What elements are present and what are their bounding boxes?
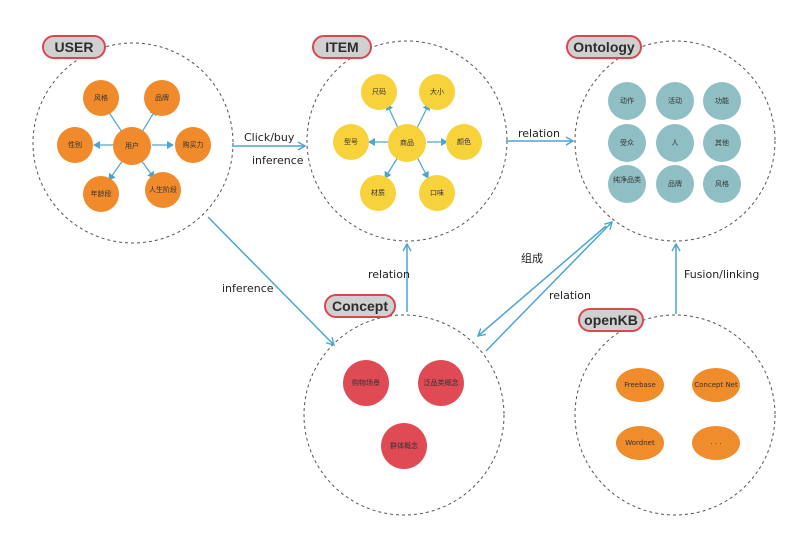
user-node-age-group (83, 176, 119, 212)
ontology-node-brand-label: 品牌 (668, 179, 682, 188)
ontology-node-activity-label: 活动 (668, 96, 682, 105)
concept-node-shopping-scene (343, 360, 389, 406)
item-node-size (361, 74, 397, 110)
user-node-gender-label: 性别 (68, 140, 82, 149)
user-node-purchasing-power-label: 购买力 (183, 140, 204, 149)
ontology-group-circle (574, 40, 776, 242)
concept-title-pill (324, 294, 396, 318)
ontology-node-function (703, 82, 741, 120)
user-node-gender (57, 127, 93, 163)
concept-node-shopping-scene-label: 购物场景 (352, 378, 380, 387)
edge-label-click-buy: Click/buy (244, 131, 295, 144)
ontology-node-person (656, 124, 694, 162)
edge-concept-ontology (485, 220, 613, 352)
ontology-node-function-label: 功能 (715, 96, 729, 105)
user-node-brand-label: 品牌 (155, 93, 169, 102)
user-node-life-stage (145, 172, 181, 208)
item-spokes (368, 103, 448, 179)
concept-group-circle (303, 314, 505, 516)
ontology-node-audience (608, 124, 646, 162)
ontology-node-pure-category (608, 165, 646, 203)
edge-label-compose: 组成 (521, 251, 543, 265)
openkb-node-more (692, 426, 740, 460)
ontology-node-action-label: 动作 (620, 96, 634, 105)
ontology-node-person-label: 人 (672, 139, 679, 147)
openkb-node-wordnet (616, 426, 664, 460)
item-node-volume (419, 74, 455, 110)
item-center-node (388, 124, 426, 162)
item-node-model-label: 型号 (344, 137, 358, 146)
openkb-title-pill (578, 308, 644, 332)
openkb-title: openKB (584, 312, 638, 328)
item-node-size-label: 尺码 (372, 88, 386, 96)
openkb-node-more-label: · · · (710, 440, 721, 448)
openkb-group-circle (574, 314, 776, 516)
edge-label-relation-ontology-concept: relation (549, 289, 591, 302)
edge-label-relation-concept-item: relation (368, 268, 410, 281)
openkb-node-wordnet-label: Wordnet (625, 439, 655, 447)
user-node-brand (144, 80, 180, 116)
concept-node-general-category-label: 泛品类概念 (424, 378, 459, 387)
openkb-node-freebase-label: Freebase (624, 381, 656, 389)
user-center-label: 用户 (125, 141, 139, 150)
concept-title: Concept (332, 298, 388, 314)
edge-label-fusion-linking: Fusion/linking (684, 268, 759, 281)
item-node-color (446, 124, 482, 160)
openkb-node-conceptnet-label: Concept Net (694, 381, 738, 389)
ontology-node-activity (656, 82, 694, 120)
item-node-material-label: 材质 (371, 188, 385, 197)
ontology-node-other-label: 其他 (715, 138, 729, 147)
item-title: ITEM (325, 39, 358, 55)
concept-node-group-concept (381, 423, 427, 469)
openkb-node-freebase (616, 368, 664, 402)
ontology-node-audience-label: 受众 (620, 138, 634, 147)
user-group-circle (32, 42, 234, 244)
user-node-age-group-label: 年龄段 (91, 189, 112, 198)
item-node-flavor (419, 175, 455, 211)
item-center-label: 商品 (400, 138, 414, 147)
concept-node-group-concept-label: 群体概念 (390, 441, 418, 450)
user-title: USER (55, 39, 94, 55)
edge-user-concept (207, 216, 335, 347)
user-node-style (83, 80, 119, 116)
ontology-node-other (703, 124, 741, 162)
ontology-title: Ontology (573, 39, 635, 55)
ontology-node-style-label: 风格 (715, 179, 729, 188)
user-node-purchasing-power (175, 127, 211, 163)
edge-label-inference-top: inference (252, 154, 304, 167)
user-title-pill (42, 35, 106, 59)
user-node-style-label: 风格 (94, 93, 108, 102)
openkb-node-conceptnet (692, 368, 740, 402)
item-node-flavor-label: 口味 (430, 188, 444, 197)
user-node-life-stage-label: 人生阶段 (149, 185, 177, 194)
item-node-material (360, 175, 396, 211)
ontology-node-style (703, 165, 741, 203)
ontology-node-action (608, 82, 646, 120)
item-node-color-label: 颜色 (457, 137, 471, 146)
user-center-node (113, 127, 151, 165)
ontology-node-pure-category-label: 纯净品类 (613, 175, 641, 184)
ontology-node-brand (656, 165, 694, 203)
item-title-pill (312, 35, 372, 59)
item-node-model (333, 124, 369, 160)
edge-label-inference-user-concept: inference (222, 282, 274, 295)
edge-ontology-concept (476, 225, 607, 337)
item-node-volume-label: 大小 (430, 87, 444, 96)
ontology-title-pill (566, 35, 642, 59)
edge-label-relation-item-ontology: relation (518, 127, 560, 140)
concept-node-general-category (418, 360, 464, 406)
